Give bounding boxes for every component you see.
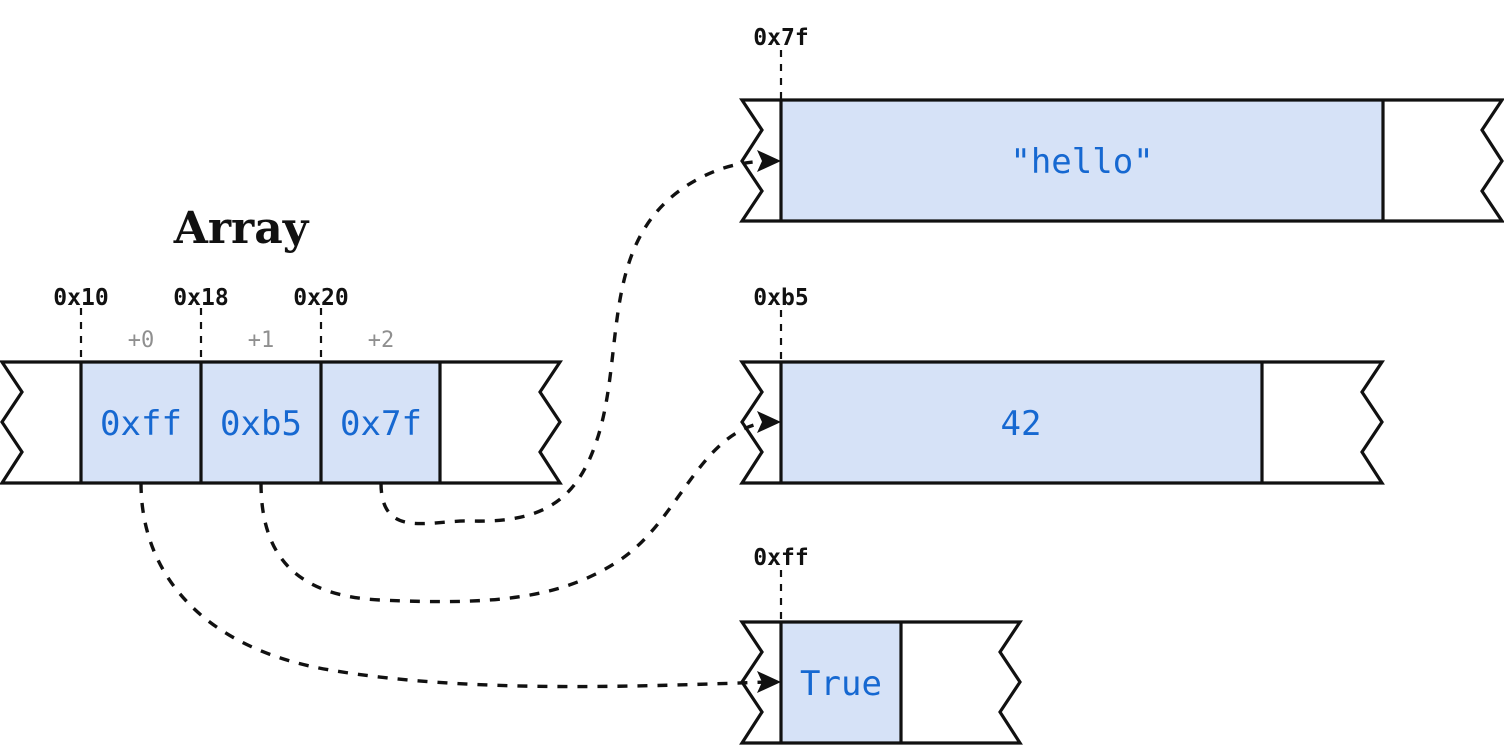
pointer-arrow-offset1-to-42 (259, 411, 781, 604)
pointer-arrow-offset0-to-true (139, 482, 781, 693)
object-outline-true (739, 620, 1023, 745)
pointer-curve-1 (259, 420, 769, 604)
array-cell-value-0: 0xff (100, 404, 182, 444)
object-outline-42 (739, 360, 1385, 485)
array-strip-outline (0, 360, 563, 485)
pointer-arrowhead-1 (757, 411, 781, 433)
pointer-arrowhead-2 (757, 150, 781, 172)
object-address-label-1: 0xb5 (753, 285, 808, 311)
array-memory-strip: 0xff 0xb5 0x7f (0, 360, 563, 485)
object-block-42: 0xb5 42 (739, 285, 1385, 485)
array-cell-value-1: 0xb5 (220, 404, 302, 444)
array-title: Array (173, 203, 310, 254)
object-value-hello: "hello" (1010, 142, 1153, 182)
address-label-1: 0x18 (173, 285, 228, 311)
object-value-true: True (800, 664, 882, 704)
array-address-ticks: 0x10 0x18 0x20 (53, 285, 349, 362)
pointer-arrowhead-0 (757, 671, 781, 693)
object-fill-hello (781, 100, 1383, 221)
address-label-2: 0x20 (293, 285, 348, 311)
offset-label-1: +1 (248, 328, 275, 353)
object-outline-hello (739, 98, 1504, 223)
object-address-label-0: 0x7f (753, 25, 808, 51)
object-value-42: 42 (1001, 404, 1042, 444)
object-block-true: 0xff True (739, 545, 1023, 745)
pointer-arrow-offset2-to-hello (379, 150, 781, 526)
array-offset-labels: +0 +1 +2 (128, 328, 395, 353)
object-address-label-2: 0xff (753, 545, 808, 571)
object-block-hello: 0x7f "hello" (739, 25, 1504, 223)
pointer-curve-2 (379, 159, 769, 526)
object-fill-true (781, 622, 901, 743)
object-fill-42 (781, 362, 1262, 483)
offset-label-0: +0 (128, 328, 155, 353)
pointer-curve-0 (139, 482, 769, 689)
array-cell-value-2: 0x7f (340, 404, 422, 444)
offset-label-2: +2 (368, 328, 395, 353)
array-cells-fill (81, 362, 440, 483)
address-label-0: 0x10 (53, 285, 108, 311)
